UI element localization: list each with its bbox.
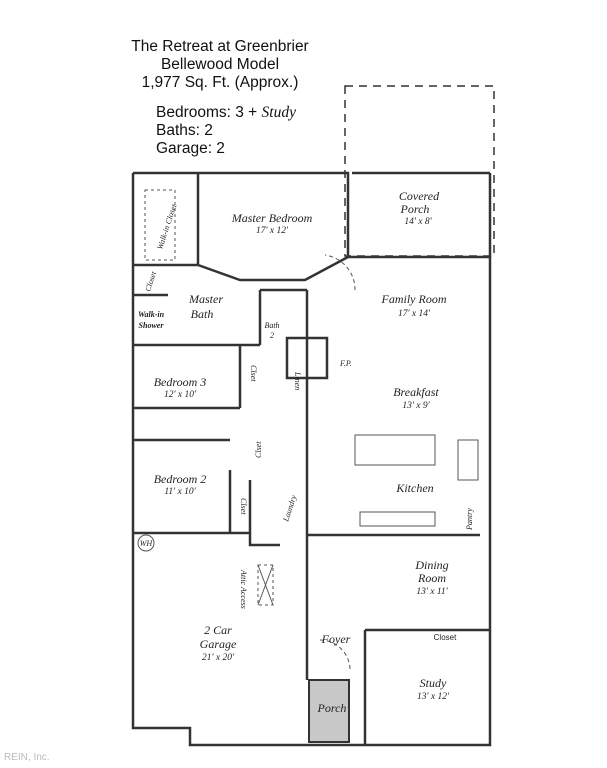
garage-count: Garage: 2 bbox=[156, 140, 225, 157]
master-bath-label-2: Bath bbox=[191, 307, 214, 321]
bedroom3-label: Bedroom 3 bbox=[154, 375, 207, 389]
bedroom3-closet-label: Clset bbox=[249, 365, 258, 382]
master-bedroom-size: 17' x 12' bbox=[256, 226, 289, 236]
baths-count: Baths: 2 bbox=[156, 122, 213, 139]
water-heater-icon bbox=[137, 534, 155, 552]
family-room-size: 17' x 14' bbox=[398, 309, 431, 319]
garage-label-2: Garage bbox=[200, 637, 237, 651]
pantry-label: Pantry bbox=[465, 508, 474, 531]
watermark: REIN, Inc. bbox=[4, 752, 50, 763]
covered-porch-size: 14' x 8' bbox=[404, 217, 432, 227]
master-bath-label: Master bbox=[188, 292, 223, 306]
porch-area bbox=[308, 679, 350, 743]
square-footage: 1,977 Sq. Ft. (Approx.) bbox=[141, 74, 299, 91]
linen-label: Linen bbox=[293, 371, 302, 390]
bath2-label-2: 2 bbox=[270, 331, 274, 340]
dining-room-label: Dining bbox=[414, 558, 448, 572]
model-name: Bellewood Model bbox=[160, 56, 280, 73]
walls bbox=[131, 85, 495, 747]
master-bedroom-label: Master Bedroom bbox=[231, 211, 313, 225]
attic-access-label: Attic Access bbox=[239, 569, 248, 609]
bedroom2-label: Bedroom 2 bbox=[154, 472, 207, 486]
study-size: 13' x 12' bbox=[417, 692, 450, 702]
foyer-label: Foyer bbox=[321, 632, 351, 646]
study-closet-label: Closet bbox=[434, 633, 457, 642]
dining-room-label-2: Room bbox=[417, 571, 446, 585]
bedroom2-size: 11' x 10' bbox=[164, 487, 196, 497]
plan-facts: Bedrooms: 3 + Study Baths: 2 Garage: 2 bbox=[156, 104, 296, 158]
kitchen-label: Kitchen bbox=[395, 481, 433, 495]
bath2-label: Bath bbox=[264, 321, 279, 330]
bedrooms-count: Bedrooms: 3 + Study bbox=[156, 104, 296, 121]
fixtures bbox=[137, 189, 479, 671]
breakfast-size: 13' x 9' bbox=[402, 401, 430, 411]
bedroom2-closet-label: Clset bbox=[239, 498, 248, 515]
attic-hatch bbox=[257, 564, 274, 606]
hall-closet-label: Clset bbox=[254, 441, 263, 458]
family-room-label: Family Room bbox=[381, 292, 447, 306]
fireplace-label: F.P. bbox=[339, 359, 352, 368]
optional-extension-outline bbox=[344, 85, 495, 257]
bedroom3-size: 12' x 10' bbox=[164, 390, 197, 400]
walk-in-shower-label: Walk-in bbox=[138, 310, 165, 319]
water-heater-label: WH bbox=[140, 539, 154, 548]
covered-porch-label-2: Porch bbox=[400, 202, 430, 216]
porch-label: Porch bbox=[317, 701, 347, 715]
community-name: The Retreat at Greenbrier bbox=[131, 38, 309, 55]
breakfast-label: Breakfast bbox=[393, 385, 439, 399]
master-closet-label: Closet bbox=[143, 270, 158, 293]
garage-label: 2 Car bbox=[204, 623, 232, 637]
study-label: Study bbox=[420, 676, 447, 690]
dining-room-size: 13' x 11' bbox=[416, 587, 448, 597]
plan-title: The Retreat at Greenbrier Bellewood Mode… bbox=[100, 38, 340, 92]
garage-size: 21' x 20' bbox=[202, 653, 235, 663]
walk-in-shower-label-2: Shower bbox=[139, 321, 165, 330]
laundry-label: Laundry bbox=[281, 494, 298, 524]
covered-porch-label: Covered bbox=[399, 189, 440, 203]
